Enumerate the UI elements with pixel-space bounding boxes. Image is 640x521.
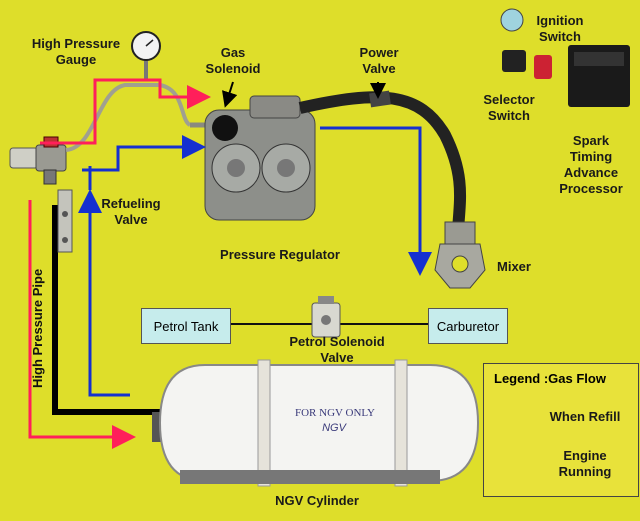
label-high-pressure-pipe: High Pressure Pipe [30,268,45,388]
label-ngv-cylinder: NGV Cylinder [275,493,359,508]
petrol-tank-box: Petrol Tank [141,308,231,344]
pressure-regulator-part [204,95,316,221]
ngv-cylinder-part [152,359,480,487]
label-power-valve: Power Valve [359,45,399,76]
legend-title: Legend :Gas Flow [494,371,606,386]
label-gas-solenoid: Gas Solenoid [205,45,261,76]
label-refueling-valve: Refueling Valve [101,196,161,227]
spark-processor-part [568,45,630,107]
blue-arrow-refuel [78,189,130,397]
petrol-solenoid-valve-part [311,296,341,338]
legend-engine-label: Engine Running [558,448,612,479]
label-petrol-solenoid-valve: Petrol Solenoid Valve [289,334,385,365]
label-spark-timing: Spark Timing Advance Processor [559,133,623,196]
high-pressure-pipe-line [52,205,160,415]
high-pressure-gauge-part [65,31,192,152]
red-arrow-refill-cylinder [28,200,136,449]
power-valve-hose [298,91,467,231]
mixer-part [434,221,486,289]
label-selector-switch: Selector Switch [483,92,535,123]
selector-switch-part [502,50,552,79]
label-mixer: Mixer [497,259,531,274]
label-pressure-regulator: Pressure Regulator [220,247,340,262]
legend-refill-label: When Refill [549,409,621,424]
blue-arrow-to-mixer [320,126,432,276]
blue-arrow-to-regulator [82,135,206,172]
label-ignition-switch: Ignition Switch [536,13,584,44]
cylinder-label-ngv: NGV [322,422,346,434]
red-arrow-refill-regulator [40,78,211,145]
cylinder-label-ngv-only: FOR NGV ONLY [295,407,375,419]
label-high-pressure-gauge: High Pressure Gauge [31,36,121,67]
ignition-switch-part [500,8,524,32]
carburetor-box: Carburetor [428,308,508,344]
legend-box: Legend :Gas Flow When Refill Engine Runn… [483,363,639,497]
refueling-valve-part [9,136,73,253]
